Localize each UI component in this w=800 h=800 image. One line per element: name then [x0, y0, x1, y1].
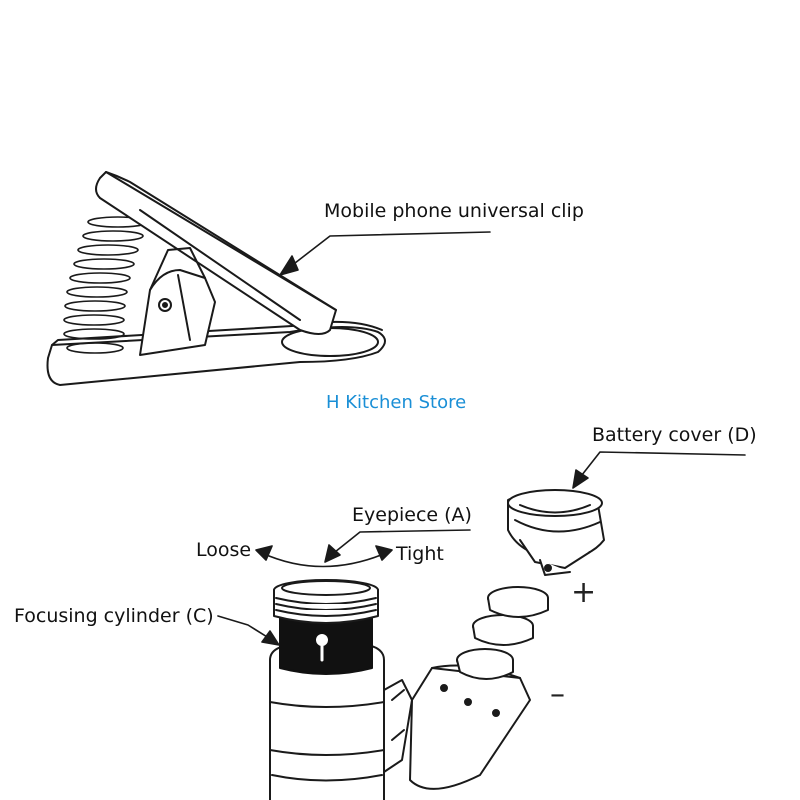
clip-hinge-side: [149, 247, 206, 291]
clip-lever-top-edge: [105, 171, 337, 311]
clip-hinge-pin: [158, 298, 172, 312]
tube-bracket: [383, 679, 413, 773]
focusing-arrowhead: [261, 630, 280, 646]
arc-arrowhead-left: [255, 545, 273, 561]
battery-arrowhead: [572, 469, 589, 489]
batteries: [456, 586, 549, 680]
leader-lines: [217, 231, 746, 646]
clip-hinge-slot: [177, 274, 191, 341]
focusing-cylinder-shape: [279, 614, 373, 675]
minus-sign: –: [550, 677, 565, 712]
clip-label: Mobile phone universal clip: [324, 200, 584, 222]
battery-tube: [409, 667, 531, 790]
eyepiece-label: Eyepiece (A): [352, 504, 472, 526]
clip-arrowhead: [279, 255, 299, 276]
clip-rubber-pad: [281, 327, 379, 357]
plus-sign: +: [571, 575, 597, 610]
microscope-body-band: [269, 701, 385, 708]
clip-lever-inner: [139, 209, 301, 321]
focusing-leader-line: [217, 615, 273, 641]
battery-cover-label: Battery cover (D): [592, 424, 757, 446]
tight-label: Tight: [396, 543, 444, 565]
focusing-cylinder-hole: [316, 634, 328, 646]
eyepiece-leader-line: [329, 529, 471, 557]
loose-label: Loose: [196, 539, 252, 561]
phone-clip-drawing: [46, 171, 386, 386]
clip-lever-arm: [95, 171, 337, 335]
clip-leader-line: [285, 231, 491, 271]
focusing-cylinder-label: Focusing cylinder (C): [14, 605, 214, 627]
clip-base-plate: [46, 326, 386, 386]
rotation-arc: [261, 552, 387, 568]
clip-spring: [63, 216, 149, 354]
store-watermark: H Kitchen Store: [326, 392, 467, 413]
eyepiece-threads: [273, 579, 379, 624]
clip-base-edge: [51, 320, 383, 346]
clip-hinge-block: [139, 269, 216, 356]
battery-leader-line: [577, 451, 746, 481]
arc-arrowhead-right: [375, 545, 393, 561]
microscope-drawing: [269, 489, 605, 800]
eyepiece-arrowhead: [324, 544, 341, 563]
battery-cover-cap: [507, 489, 605, 576]
